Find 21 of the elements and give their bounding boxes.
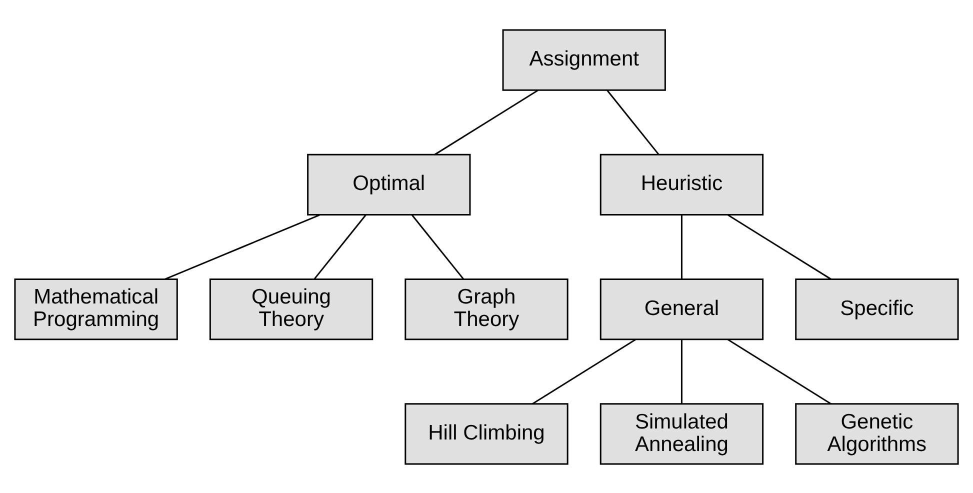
node-box: Specific: [795, 278, 959, 340]
connector: [606, 89, 660, 155]
connector: [532, 338, 636, 404]
node-box: Genetic Algorithms: [795, 402, 959, 464]
connector: [728, 338, 832, 404]
node-box: Assignment: [502, 28, 666, 90]
node-box: Hill Climbing: [404, 402, 568, 464]
node-box: Heuristic: [600, 153, 764, 215]
connector: [164, 214, 320, 280]
connector: [411, 214, 464, 280]
node-box: Mathematical Programming: [14, 278, 178, 340]
connector: [680, 214, 682, 279]
node-box: Queuing Theory: [209, 278, 374, 340]
node-box: Graph Theory: [404, 278, 568, 340]
node-box: General: [600, 278, 764, 340]
connector: [728, 214, 832, 280]
connector: [314, 214, 366, 280]
node-box: Optimal: [307, 153, 471, 215]
node-box: Simulated Annealing: [600, 402, 764, 464]
connector: [680, 339, 682, 404]
connector: [434, 89, 538, 155]
